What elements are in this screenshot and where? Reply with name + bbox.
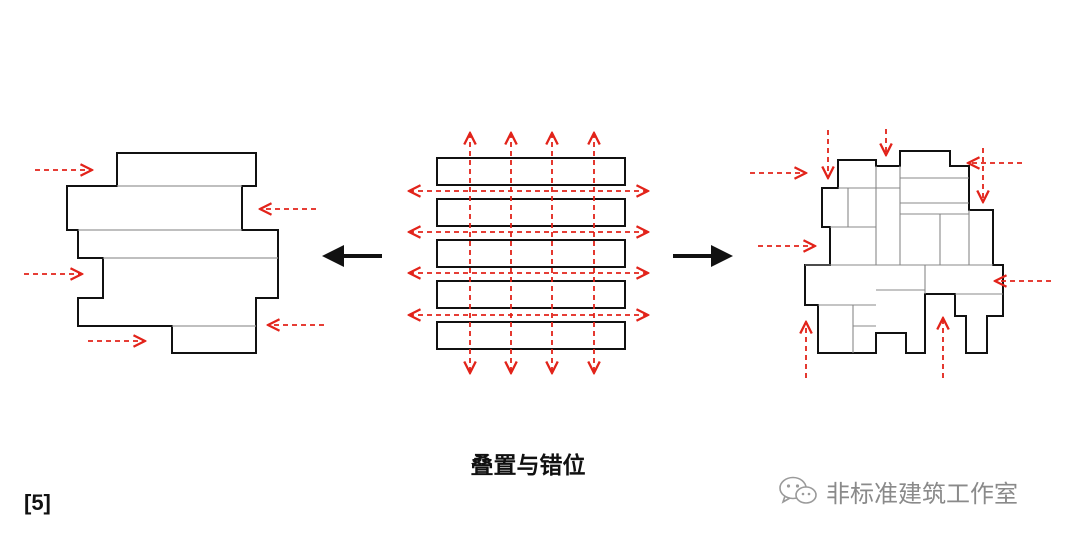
watermark-text: 非标准建筑工作室 xyxy=(826,479,1018,508)
left-direction-arrow xyxy=(322,245,382,267)
center-bar xyxy=(436,157,626,186)
left-mass-outline xyxy=(66,152,279,354)
wechat-icon xyxy=(779,476,817,504)
center-bar xyxy=(436,280,626,309)
center-panel xyxy=(409,133,648,373)
watermark: 非标准建筑工作室 xyxy=(778,474,1018,508)
figure-number: [5] xyxy=(24,490,51,515)
diagram-caption: 叠置与错位 xyxy=(470,453,586,479)
right-direction-arrow xyxy=(673,245,733,267)
right-mass-outline xyxy=(804,150,1004,354)
center-bar xyxy=(436,321,626,350)
center-bar xyxy=(436,198,626,227)
left-panel xyxy=(24,152,324,354)
right-panel xyxy=(750,129,1051,378)
center-bar xyxy=(436,239,626,268)
